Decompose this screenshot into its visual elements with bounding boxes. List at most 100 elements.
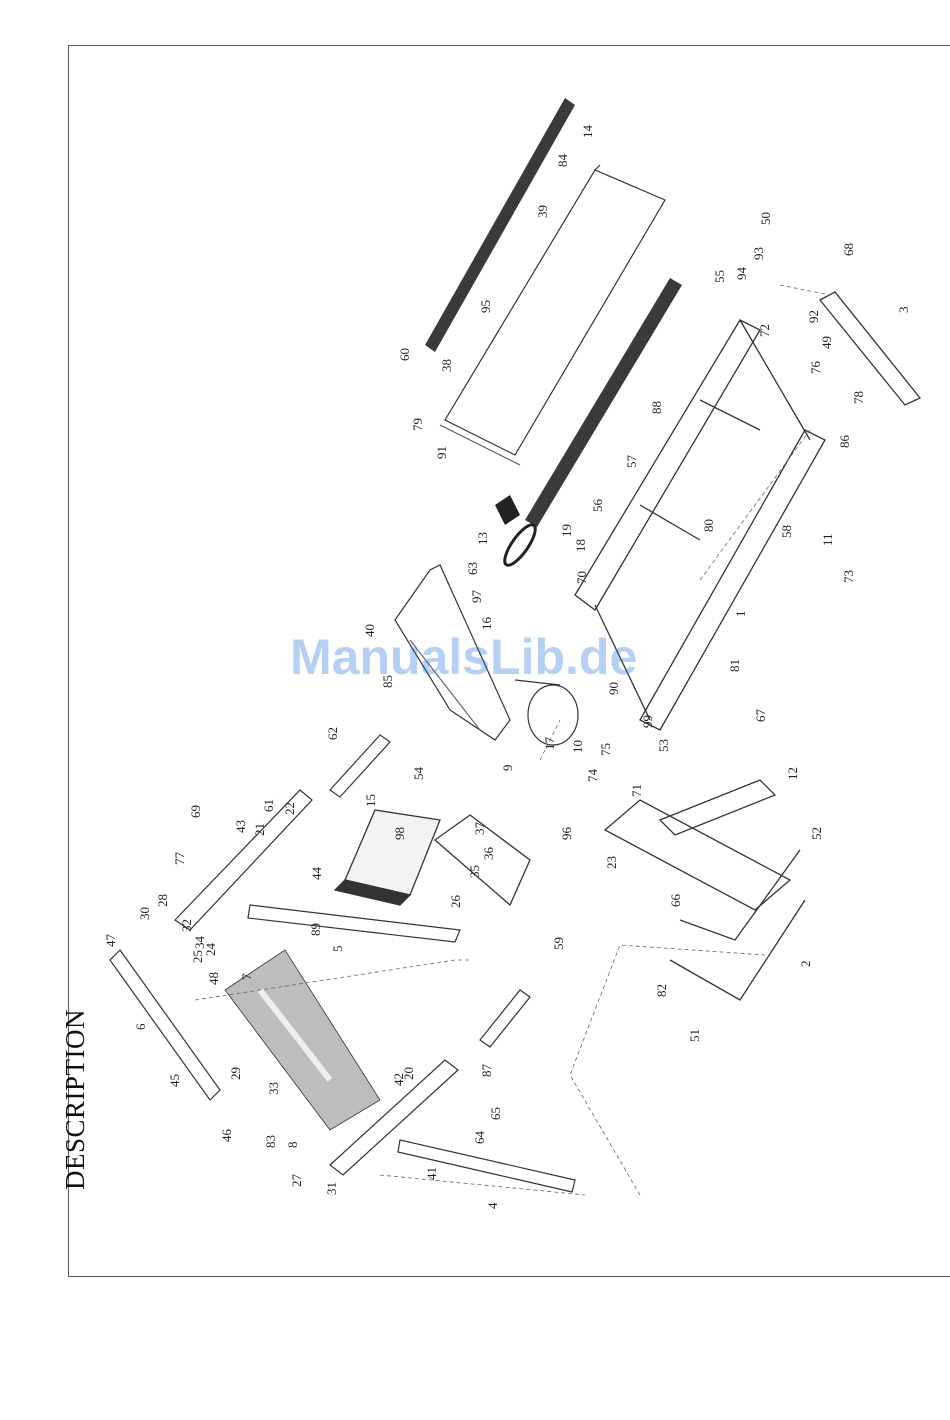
part-label-89: 89	[308, 923, 323, 936]
part-label-55: 55	[712, 270, 727, 283]
part-label-49: 49	[819, 336, 834, 349]
part-label-65: 65	[488, 1107, 503, 1120]
part-label-41: 41	[424, 1167, 439, 1180]
part-label-18: 18	[573, 539, 588, 552]
part-label-75: 75	[598, 743, 613, 756]
part-label-52: 52	[809, 827, 824, 840]
part-label-54: 54	[411, 767, 426, 781]
base-frame	[574, 319, 826, 731]
deck-side-rail-bottom	[525, 278, 682, 527]
part-label-79: 79	[410, 418, 425, 431]
part-label-76: 76	[808, 361, 823, 375]
handlebar-grip-bottom	[479, 989, 531, 1048]
part-label-10: 10	[570, 740, 585, 753]
handlebar-grip-top	[329, 734, 391, 798]
part-label-61: 61	[261, 799, 276, 812]
part-label-31: 31	[324, 1182, 339, 1195]
watermark: ManualsLib.de	[290, 629, 638, 685]
part-label-34: 34	[192, 936, 207, 950]
part-label-77: 77	[172, 852, 187, 866]
part-label-50: 50	[758, 212, 773, 225]
part-label-23: 23	[604, 856, 619, 869]
part-label-72: 72	[757, 324, 772, 337]
part-label-47: 47	[103, 934, 118, 948]
part-label-8: 8	[285, 1142, 300, 1149]
part-label-70: 70	[574, 571, 589, 584]
basket-mesh	[224, 949, 381, 1131]
part-label-30: 30	[137, 907, 152, 920]
top-crossbar	[109, 949, 221, 1101]
running-deck	[439, 164, 666, 466]
incline-frame	[603, 779, 806, 1001]
part-label-78: 78	[851, 391, 866, 404]
part-label-32: 32	[179, 919, 194, 932]
part-label-73: 73	[841, 570, 856, 583]
part-label-92: 92	[806, 310, 821, 323]
drive-belt	[503, 523, 537, 567]
part-label-83: 83	[263, 1135, 278, 1148]
part-label-25: 25	[190, 950, 205, 963]
part-label-64: 64	[472, 1131, 487, 1145]
part-label-88: 88	[649, 401, 664, 414]
part-label-48: 48	[206, 972, 221, 985]
part-label-24: 24	[203, 943, 218, 957]
part-label-95: 95	[478, 300, 493, 313]
part-label-15: 15	[363, 794, 378, 807]
part-label-87: 87	[479, 1064, 494, 1078]
part-label-27: 27	[289, 1174, 304, 1188]
part-label-26: 26	[448, 895, 463, 909]
part-label-91: 91	[434, 446, 449, 459]
part-label-97: 97	[469, 590, 484, 604]
part-label-69: 69	[188, 805, 203, 818]
part-label-57: 57	[624, 455, 639, 469]
part-label-3: 3	[896, 307, 911, 314]
part-number-labels: 1 2 3 4 5 6 7 8 9 10 11 12 13 14 15 16 1…	[103, 125, 911, 1210]
part-label-12: 12	[785, 767, 800, 780]
part-label-20: 20	[401, 1067, 416, 1080]
part-label-74: 74	[585, 769, 600, 783]
part-label-17: 17	[542, 737, 557, 751]
part-label-62: 62	[325, 727, 340, 740]
part-label-80: 80	[701, 519, 716, 532]
part-label-44: 44	[309, 867, 324, 881]
part-label-39: 39	[535, 205, 550, 218]
part-label-82: 82	[654, 984, 669, 997]
part-label-5: 5	[330, 946, 345, 953]
part-label-86: 86	[837, 435, 852, 449]
dashed-assembly-lines	[194, 284, 831, 1196]
part-label-7: 7	[239, 973, 254, 980]
part-label-16: 16	[479, 617, 494, 631]
part-label-81: 81	[727, 659, 742, 672]
part-label-9: 9	[500, 765, 515, 772]
part-label-19: 19	[559, 524, 574, 537]
motor-hood	[394, 564, 511, 741]
deck-side-rail-top	[425, 98, 575, 352]
part-label-96: 96	[559, 827, 574, 841]
part-label-99: 99	[640, 715, 655, 728]
part-label-14: 14	[580, 125, 595, 139]
part-label-84: 84	[555, 154, 570, 168]
part-label-63: 63	[465, 562, 480, 575]
part-label-43: 43	[233, 820, 248, 833]
part-label-1: 1	[733, 611, 748, 618]
part-label-58: 58	[779, 525, 794, 538]
part-label-98: 98	[392, 827, 407, 840]
part-label-67: 67	[753, 709, 768, 723]
part-label-22: 22	[282, 802, 297, 815]
part-label-46: 46	[219, 1129, 234, 1143]
part-label-85: 85	[380, 675, 395, 688]
part-label-94: 94	[734, 267, 749, 281]
part-label-60: 60	[397, 348, 412, 361]
part-label-93: 93	[751, 247, 766, 260]
part-label-53: 53	[656, 739, 671, 752]
part-label-71: 71	[629, 784, 644, 797]
rear-roller	[495, 495, 520, 525]
part-label-90: 90	[606, 682, 621, 695]
part-label-36: 36	[481, 847, 496, 861]
part-label-13: 13	[475, 532, 490, 545]
upright-right	[329, 1059, 576, 1193]
part-label-29: 29	[228, 1067, 243, 1080]
part-label-28: 28	[155, 894, 170, 907]
part-label-59: 59	[551, 937, 566, 950]
